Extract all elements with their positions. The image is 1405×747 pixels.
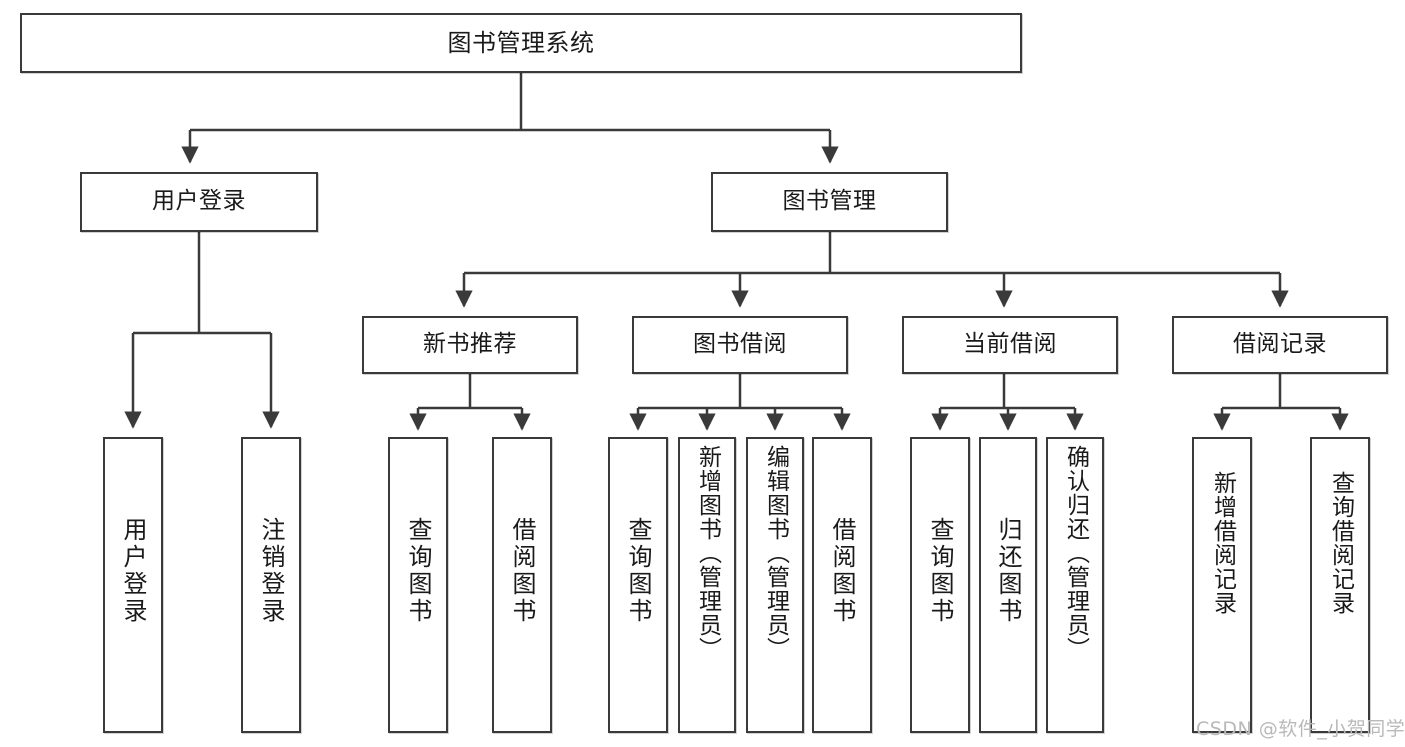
- node-borrow-record-label: 借阅记录: [1233, 331, 1327, 358]
- node-new-book-recommend-label: 新书推荐: [423, 331, 517, 358]
- node-book-manage[interactable]: 图书管理: [711, 172, 948, 232]
- node-leaf-query-book-1-label: 查询图书: [404, 517, 432, 625]
- node-leaf-query-book-3[interactable]: 查询图书: [910, 437, 970, 733]
- node-leaf-borrow-book-1[interactable]: 借阅图书: [492, 437, 552, 733]
- node-user-login[interactable]: 用户登录: [80, 172, 318, 232]
- node-leaf-add-book-label: 新增图书（管理员）: [694, 445, 721, 661]
- node-leaf-return-book[interactable]: 归还图书: [979, 437, 1037, 733]
- node-leaf-borrow-book-2[interactable]: 借阅图书: [812, 437, 872, 733]
- node-borrow-record[interactable]: 借阅记录: [1172, 316, 1388, 374]
- node-leaf-edit-book-label: 编辑图书（管理员）: [762, 445, 789, 661]
- node-leaf-query-book-1[interactable]: 查询图书: [388, 437, 448, 733]
- node-leaf-borrow-book-2-label: 借阅图书: [828, 517, 856, 625]
- csdn-watermark: CSDN @软件_小贺同学: [1196, 718, 1405, 740]
- node-leaf-query-record-label: 查询借阅记录: [1327, 471, 1354, 615]
- node-leaf-user-login-label: 用户登录: [119, 517, 147, 625]
- node-leaf-query-record[interactable]: 查询借阅记录: [1310, 437, 1370, 733]
- node-leaf-confirm-return-label: 确认归还（管理员）: [1062, 445, 1089, 661]
- node-book-borrow[interactable]: 图书借阅: [632, 316, 848, 374]
- node-leaf-confirm-return[interactable]: 确认归还（管理员）: [1046, 437, 1104, 733]
- node-leaf-add-record[interactable]: 新增借阅记录: [1192, 437, 1252, 733]
- node-user-login-label: 用户登录: [152, 188, 246, 215]
- node-book-manage-label: 图书管理: [782, 188, 877, 215]
- node-leaf-user-logout[interactable]: 注销登录: [241, 437, 301, 733]
- node-book-borrow-label: 图书借阅: [693, 331, 787, 358]
- node-leaf-query-book-2[interactable]: 查询图书: [608, 437, 668, 733]
- node-leaf-add-record-label: 新增借阅记录: [1209, 471, 1236, 615]
- node-root[interactable]: 图书管理系统: [20, 13, 1022, 73]
- node-new-book-recommend[interactable]: 新书推荐: [362, 316, 578, 374]
- node-leaf-add-book[interactable]: 新增图书（管理员）: [678, 437, 736, 733]
- node-current-borrow-label: 当前借阅: [963, 331, 1057, 358]
- node-leaf-edit-book[interactable]: 编辑图书（管理员）: [746, 437, 804, 733]
- node-root-label: 图书管理系统: [447, 28, 595, 57]
- node-leaf-borrow-book-1-label: 借阅图书: [508, 517, 536, 625]
- node-leaf-user-logout-label: 注销登录: [257, 517, 285, 625]
- node-leaf-return-book-label: 归还图书: [994, 517, 1022, 625]
- node-leaf-query-book-2-label: 查询图书: [624, 517, 652, 625]
- node-current-borrow[interactable]: 当前借阅: [902, 316, 1118, 374]
- node-leaf-user-login[interactable]: 用户登录: [103, 437, 163, 733]
- node-leaf-query-book-3-label: 查询图书: [926, 517, 954, 625]
